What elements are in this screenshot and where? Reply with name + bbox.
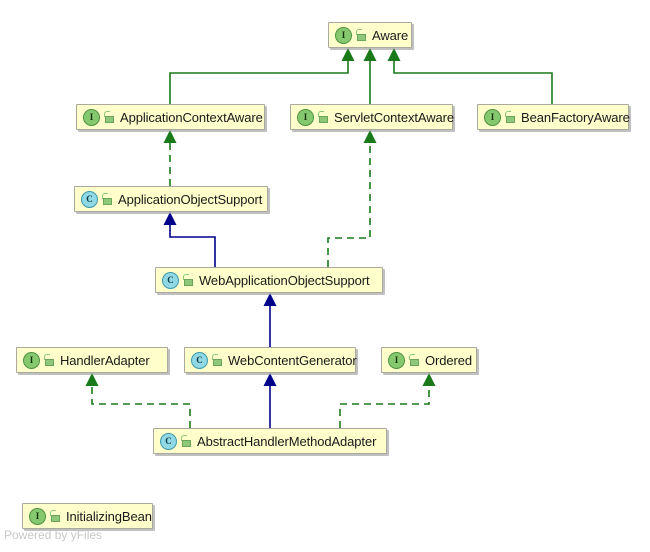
edge-web-application-object-support-to-servlet-context-aware [327,130,377,267]
class-marker-icon: C [162,271,179,289]
node-label: ApplicationContextAware [120,109,263,125]
node-application-context-aware[interactable]: I ApplicationContextAware [76,104,265,130]
interface-marker-icon: I [388,351,405,369]
edge-abstract-handler-method-adapter-to-handler-adapter [85,373,191,428]
node-bean-factory-aware[interactable]: I BeanFactoryAware [477,104,630,130]
class-marker-icon: C [160,432,177,450]
node-handler-adapter[interactable]: I HandlerAdapter [16,347,168,373]
public-lock-icon [104,111,115,123]
yfiles-watermark: Powered by yFiles [4,528,103,542]
edge-application-object-support-to-application-context-aware [163,130,177,186]
node-initializing-bean[interactable]: I InitializingBean [22,503,153,529]
node-label: ServletContextAware [334,109,454,125]
node-web-application-object-support[interactable]: C WebApplicationObjectSupport [155,267,383,293]
class-marker-icon: C [191,351,208,369]
node-label: HandlerAdapter [60,352,150,368]
node-label: Aware [372,27,409,43]
node-label: BeanFactoryAware [521,109,630,125]
public-lock-icon [50,510,61,522]
node-servlet-context-aware[interactable]: I ServletContextAware [290,104,454,130]
interface-marker-icon: I [484,108,501,126]
interface-marker-icon: I [83,108,100,126]
node-label: Ordered [425,352,472,368]
public-lock-icon [183,274,194,286]
public-lock-icon [44,354,55,366]
edge-web-application-object-support-to-application-object-support [163,212,216,267]
public-lock-icon [181,435,192,447]
node-label: ApplicationObjectSupport [118,191,263,207]
node-web-content-generator[interactable]: C WebContentGenerator [184,347,357,373]
edge-abstract-handler-method-adapter-to-ordered [339,373,436,428]
public-lock-icon [505,111,516,123]
node-ordered[interactable]: I Ordered [381,347,477,373]
node-label: WebApplicationObjectSupport [199,272,370,288]
interface-marker-icon: I [297,108,314,126]
node-label: InitializingBean [66,508,152,524]
public-lock-icon [318,111,329,123]
node-label: WebContentGenerator [228,352,357,368]
interface-marker-icon: I [29,507,46,525]
edge-abstract-handler-method-adapter-to-web-content-generator [263,373,277,428]
node-aware[interactable]: I Aware [328,22,412,48]
interface-marker-icon: I [23,351,40,369]
edge-servlet-context-aware-to-aware [363,48,377,104]
node-label: AbstractHandlerMethodAdapter [197,433,377,449]
edge-bean-factory-aware-to-aware [387,48,553,104]
edge-web-content-generator-to-web-application-object-support [263,293,277,347]
node-application-object-support[interactable]: C ApplicationObjectSupport [74,186,268,212]
interface-marker-icon: I [335,26,352,44]
public-lock-icon [212,354,223,366]
public-lock-icon [356,29,367,41]
public-lock-icon [102,193,113,205]
edge-application-context-aware-to-aware [169,48,355,104]
node-abstract-handler-method-adapter[interactable]: C AbstractHandlerMethodAdapter [153,428,387,454]
class-marker-icon: C [81,190,98,208]
public-lock-icon [409,354,420,366]
